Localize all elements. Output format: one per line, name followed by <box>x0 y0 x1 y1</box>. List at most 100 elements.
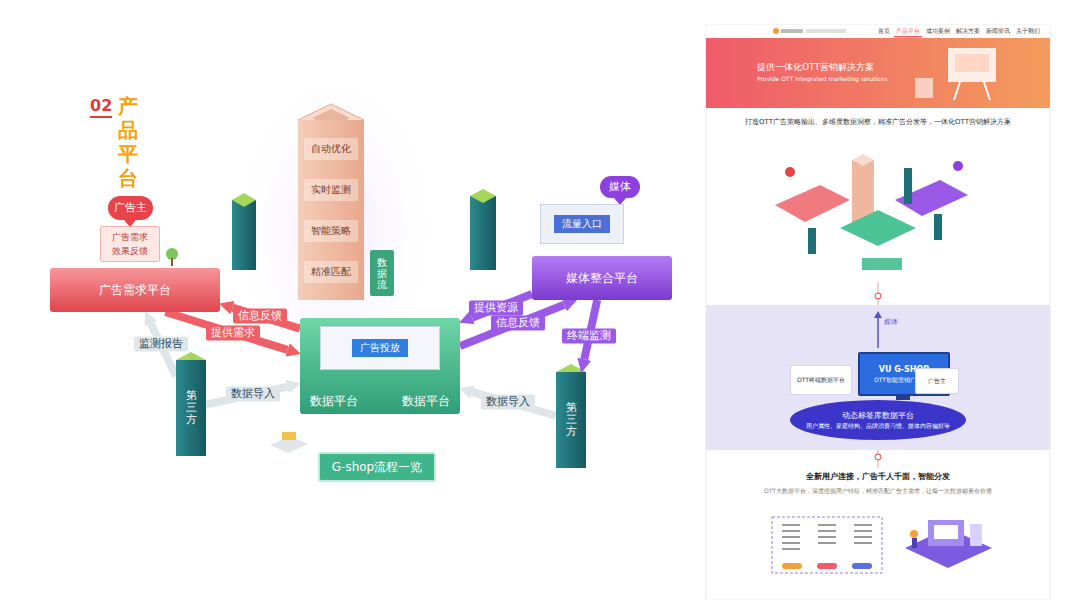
media-pin: 媒体 <box>600 176 640 198</box>
flow-label: 监测报告 <box>134 337 188 352</box>
web-page <box>706 25 1050 600</box>
web-page <box>984 82 990 100</box>
flow-label: 数据导入 <box>226 387 280 402</box>
feature-list-box <box>852 563 872 569</box>
decor-pillar <box>232 189 496 270</box>
feature-list-box <box>772 517 882 573</box>
mini-illustration <box>840 210 916 246</box>
nav-item: 首页 <box>878 27 890 34</box>
decor-pillar <box>470 196 496 270</box>
node-text: 数据平台 <box>402 394 450 408</box>
flow-band <box>473 392 556 416</box>
mini-illustration <box>862 258 902 270</box>
flow-label: 提供资源 <box>469 301 523 316</box>
node-label: 数据平台 <box>310 394 358 408</box>
mini-illustration <box>934 214 942 240</box>
flow-band <box>206 387 287 405</box>
web-page <box>806 29 846 33</box>
data-platform: 数据平台 数据平台 广告投放 <box>300 318 460 414</box>
nav-item: 新闻资讯 <box>986 27 1010 34</box>
flow-label: 数据导入 <box>481 395 535 410</box>
web-page <box>773 28 779 34</box>
web-page <box>915 78 933 98</box>
title-underline <box>90 117 112 118</box>
decor-pillar <box>470 189 496 203</box>
strategy-tower: 自动优化实时监测智能策略精准匹配 <box>298 120 364 300</box>
node-label: 动态标签库数据平台 <box>842 411 914 421</box>
node-label: 第三方 <box>566 402 577 438</box>
tree-icon <box>166 248 178 266</box>
demand-platform: 广告需求平台 <box>50 268 220 312</box>
feature-list-box <box>782 542 800 544</box>
nav-item: 产品平台 <box>896 27 920 34</box>
section-title: 产品平台 <box>118 94 138 190</box>
advertiser-pin: 广告主 <box>108 196 153 220</box>
demand-stack: 广告需求效果反馈 <box>100 226 160 262</box>
web-page <box>706 25 1050 38</box>
third-party-pillar: 第三方 <box>556 372 586 468</box>
section-number: 02 <box>90 96 112 115</box>
web-page <box>706 38 1050 108</box>
feature-list-box <box>854 536 872 538</box>
node-label: 广告需求 <box>112 232 148 243</box>
slogan: 全新用户连接，广告千人千面，智能分发 <box>806 472 950 482</box>
flow-label: 信息反馈 <box>491 315 545 330</box>
traffic-room: 流量入口 <box>540 204 624 244</box>
car-icon <box>282 432 296 440</box>
node-label: 数据流 <box>377 257 387 290</box>
nav-item: 成功案例 <box>926 27 950 34</box>
node-label: G-shop流程一览 <box>332 460 422 474</box>
node-label: 第三方 <box>186 390 197 426</box>
isometric-figure <box>970 524 982 546</box>
feature-list-box <box>818 530 836 532</box>
ad-delivery-room: 广告投放 <box>320 326 440 370</box>
nav-item: 关于我们 <box>1016 27 1040 34</box>
isometric-figure <box>928 520 964 546</box>
isometric-figure <box>912 538 917 548</box>
isometric-figure <box>905 520 992 568</box>
feature-list-box <box>818 542 836 544</box>
advertiser-card: 广告主 <box>915 368 959 394</box>
mini-illustration <box>775 154 968 270</box>
feature-list-box <box>854 530 872 532</box>
web-page <box>894 36 922 38</box>
web-page <box>706 25 1050 600</box>
node-label: 广告投放 <box>352 339 408 357</box>
feature-list-box <box>782 524 800 526</box>
mini-illustration <box>785 167 795 177</box>
mini-illustration <box>852 154 874 166</box>
mini-illustration <box>852 160 874 222</box>
process-sign: G-shop流程一览 <box>318 452 436 482</box>
node-text: 精准匹配 <box>304 261 358 283</box>
tree-icon <box>171 258 173 266</box>
node-label: 媒体整合平台 <box>566 271 638 285</box>
node-text: 用户属性、家庭结构、品牌消费习惯、媒体内容偏好等 <box>806 422 950 429</box>
data-disc: 动态标签库数据平台用户属性、家庭结构、品牌消费习惯、媒体内容偏好等 <box>790 400 966 440</box>
purple-panel <box>896 396 910 400</box>
web-page <box>948 48 996 82</box>
banner-title: 提供一体化OTT营销解决方案 <box>757 62 874 73</box>
intro-text: 打造OTT广告策略输出、多维度数据洞察，精准广告分发等，一体化OTT营销解决方案 <box>745 118 1011 126</box>
media-platform: 媒体整合平台 <box>532 256 672 300</box>
description-text: OTT大数据平台，深度挖掘用户特征，精准匹配广告主需求，让每一次投放都更有价值 <box>764 487 992 494</box>
node-label: OTT终端数据平台 <box>797 376 845 383</box>
decor-pillar <box>232 200 256 270</box>
node-label: 自动优化 <box>304 138 358 160</box>
mini-illustration <box>904 168 912 204</box>
purple-panel <box>874 311 882 318</box>
isometric-figure <box>910 530 918 538</box>
data-flow-sign: 数据流 <box>370 250 394 296</box>
mini-illustration <box>808 228 816 254</box>
node-text: 效果反馈 <box>112 246 148 257</box>
node-label: 广告主 <box>114 201 147 214</box>
flow-label: 信息反馈 <box>233 309 287 324</box>
nav-item: 解决方案 <box>956 27 980 34</box>
feature-list-box <box>782 548 800 550</box>
flow-label: 终端监测 <box>562 328 616 343</box>
node-text: 实时监测 <box>304 179 358 201</box>
feature-list-box <box>854 542 872 544</box>
background-glow <box>225 60 445 400</box>
feature-list-box <box>818 536 836 538</box>
feature-list-box <box>854 524 872 526</box>
banner-subtitle: Provide OTT integrated marketing solutio… <box>757 75 888 82</box>
